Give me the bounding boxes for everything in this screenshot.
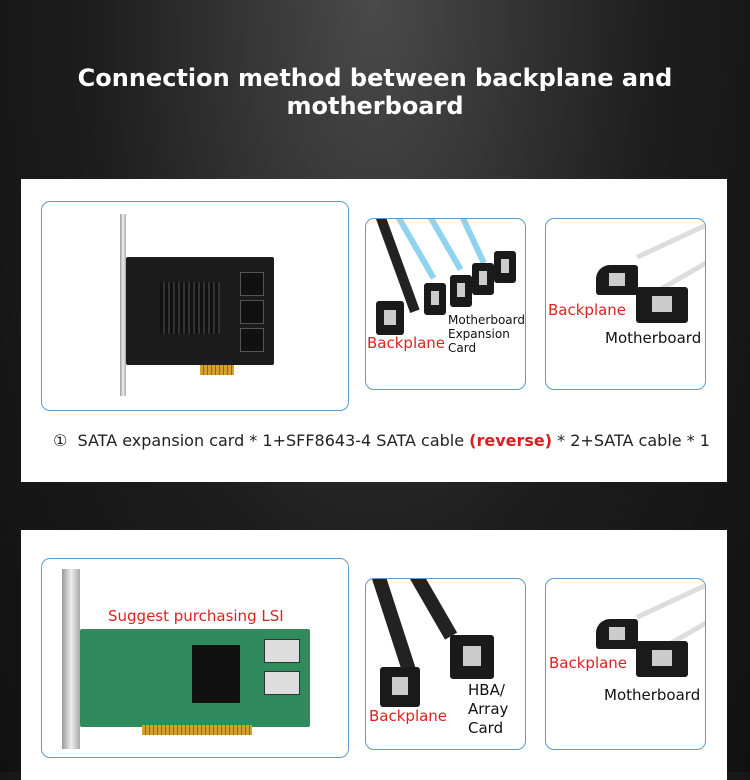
- sata-connector: [494, 251, 516, 283]
- sata-port: [240, 300, 264, 324]
- caption-number: ①: [53, 431, 68, 450]
- lsi-card-image-box: Suggest purchasing LSI: [41, 558, 349, 758]
- target-label-line2: Array: [468, 700, 509, 718]
- pcie-connector: [200, 365, 234, 375]
- controller-chip: [192, 645, 240, 703]
- sff8643-port: [264, 639, 300, 663]
- target-label-line3: Card: [468, 719, 504, 737]
- target-label-line2: Expansion: [448, 327, 510, 341]
- section-2-panel: Suggest purchasing LSI Backplane HBA/ Ar…: [21, 530, 727, 780]
- target-label-line3: Card: [448, 341, 477, 355]
- sff8643-connector: [380, 667, 420, 707]
- sff8643-port: [264, 671, 300, 695]
- pcie-bracket: [120, 214, 126, 396]
- lsi-suggestion-label: Suggest purchasing LSI: [108, 607, 284, 625]
- sata-wire: [636, 581, 705, 620]
- page-title: Connection method between backplane and …: [77, 64, 673, 120]
- pcie-connector: [142, 725, 252, 735]
- sata-connector: [596, 265, 638, 295]
- sata-connector: [450, 275, 472, 307]
- sata-connector: [424, 283, 446, 315]
- target-label-line1: HBA/: [468, 681, 505, 699]
- motherboard-label: Motherboard: [605, 329, 702, 347]
- caption-highlight: (reverse): [469, 431, 553, 450]
- sff8087-connector: [450, 635, 494, 679]
- sata-card-image-box: [41, 201, 349, 411]
- sata-connector: [596, 619, 638, 649]
- heatsink: [160, 282, 220, 334]
- sata-lead: [428, 219, 464, 271]
- caption: ① SATA expansion card * 1+SFF8643-4 SATA…: [53, 431, 710, 450]
- sata-lead: [460, 219, 487, 265]
- main-cable: [410, 579, 458, 640]
- sata-connector: [636, 641, 688, 677]
- backplane-label: Backplane: [369, 707, 448, 725]
- sff8643-to-sff8087-cable-box: Backplane HBA/ Array Card: [365, 578, 526, 750]
- sata-wire: [636, 221, 705, 260]
- sata-port: [240, 328, 264, 352]
- target-label-line1: Motherboard/: [448, 313, 526, 327]
- section-1-panel: Backplane Motherboard/ Expansion Card Ba…: [21, 179, 727, 482]
- motherboard-label: Motherboard: [604, 686, 701, 704]
- backplane-label: Backplane: [549, 654, 628, 672]
- sff8643-cable-box: Backplane Motherboard/ Expansion Card: [365, 218, 526, 390]
- sff8643-connector: [376, 301, 404, 335]
- backplane-label: Backplane: [367, 334, 446, 352]
- caption-text: SATA expansion card * 1+SFF8643-4 SATA c…: [77, 431, 470, 450]
- sata-port: [240, 272, 264, 296]
- sata-connector: [636, 287, 688, 323]
- main-cable: [376, 219, 420, 313]
- sata-cable-box: Backplane Motherboard: [545, 218, 706, 390]
- pcie-bracket: [62, 569, 80, 749]
- sata-connector: [472, 263, 494, 295]
- caption-text-end: * 2+SATA cable * 1: [552, 431, 710, 450]
- backplane-label: Backplane: [548, 301, 627, 319]
- sata-cable-box: Backplane Motherboard: [545, 578, 706, 750]
